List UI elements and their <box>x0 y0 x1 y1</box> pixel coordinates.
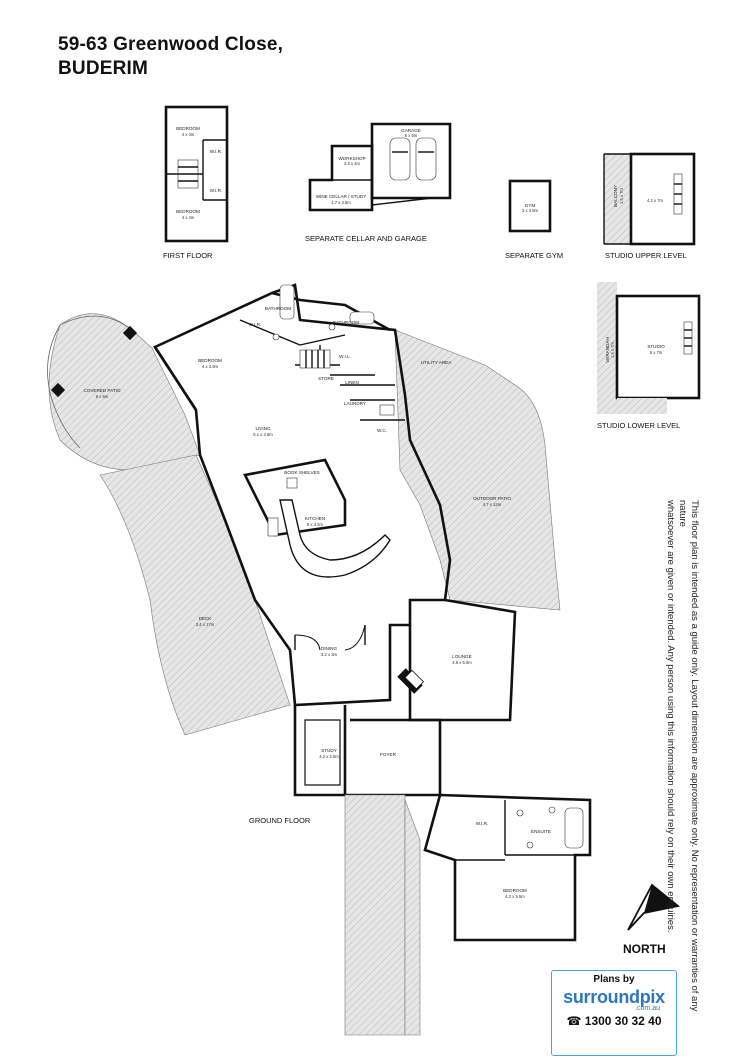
deck-dim: 3.4 x 17m <box>196 622 215 627</box>
bedroom-ensuite-label: BEDROOM <box>503 888 527 893</box>
kitchen-label: KITCHEN <box>305 516 325 521</box>
dining-label: DINING <box>321 646 338 651</box>
ff-wir-2-label: W.I.R. <box>210 188 223 193</box>
outdoor-patio-label: OUTDOOR PATIO <box>473 496 511 501</box>
wir-main-label: W.I.R. <box>249 322 262 327</box>
verandah-label: VERANDAH <box>605 337 610 363</box>
logo-phone-number: 1300 30 32 40 <box>584 1014 662 1028</box>
laundry-label: LAUNDRY <box>344 401 366 406</box>
logo-plans-by: Plans by <box>593 974 635 985</box>
bedroom-main-label: BEDROOM <box>198 358 222 363</box>
wil-label: W.I.L. <box>339 354 351 359</box>
study-dim: 4.2 x 2.5m <box>319 754 339 759</box>
bedroom-ensuite-dim: 4.2 x 5.5m <box>505 894 525 899</box>
wine-cellar-label: WINE CELLAR / STUDY <box>316 194 367 199</box>
caption-studio-upper: STUDIO UPPER LEVEL <box>605 251 687 260</box>
ground-floor-plan <box>47 283 592 1036</box>
kitchen-dim: 5 x 4.5m <box>307 522 324 527</box>
caption-cellar-garage: SEPARATE CELLAR AND GARAGE <box>305 234 427 243</box>
north-arrow-icon <box>627 883 681 931</box>
studio-lower-plan <box>597 282 701 414</box>
workshop-dim: 3.2 x 4m <box>344 161 361 166</box>
logo-domain: .com.au <box>635 1005 660 1012</box>
ff-bedroom-2-label: BEDROOM <box>176 209 200 214</box>
balcony-upper-label: BALCONY <box>613 185 618 207</box>
caption-first-floor: FIRST FLOOR <box>163 251 213 260</box>
address-line-1: 59-63 Greenwood Close, <box>58 34 284 55</box>
utility-label: UTILITY AREA <box>421 360 452 365</box>
ff-wir-1-label: W.I.R. <box>210 149 223 154</box>
studio-lower-label: STUDIO <box>647 344 665 349</box>
living-dim: 5.1 x 3.8m <box>253 432 273 437</box>
garage-dim: 6 x 6m <box>405 133 418 138</box>
caption-gym: SEPARATE GYM <box>505 251 563 260</box>
verandah-dim: 1.5 x 7m <box>610 341 615 358</box>
ff-bedroom-1-dim: 4 x 4m <box>182 132 195 137</box>
ff-bedroom-2-dim: 4 x 4m <box>182 215 195 220</box>
dining-dim: 3.2 x 3m <box>321 652 338 657</box>
foyer-label: FOYER <box>380 752 397 757</box>
bathroom-main-label: BATHROOM <box>265 306 291 311</box>
surroundpix-logo: Plans by surroundpix .com.au ☎ 1300 30 3… <box>551 970 677 1056</box>
lounge-dim: 4.6 x 5.9m <box>452 660 472 665</box>
studio-upper-plan <box>603 152 696 246</box>
logo-phone: ☎ 1300 30 32 40 <box>552 1014 676 1028</box>
studio-upper-dim: 4.2 x 7m <box>647 198 664 203</box>
bathroom-2-label: BATHROOM <box>333 320 359 325</box>
lounge-label: LOUNGE <box>452 654 471 659</box>
outdoor-patio-dim: 4.7 x 12m <box>483 502 502 507</box>
gym-plan <box>508 179 552 233</box>
study-label: STUDY <box>321 748 337 753</box>
north-label: NORTH <box>623 942 666 956</box>
covered-patio-label: COVERED PATIO <box>83 388 121 393</box>
address-line-2: BUDERIM <box>58 58 149 79</box>
linen-label: LINEN <box>345 380 359 385</box>
garage-label: GARAGE <box>401 128 421 133</box>
cellar-garage-plan <box>308 122 452 212</box>
logo-brand: surroundpix <box>563 987 665 1007</box>
balcony-upper-dim: 1.5 x 7m <box>619 187 624 204</box>
book-shelves-label: BOOK SHELVES <box>284 470 319 475</box>
ff-bedroom-1-label: BEDROOM <box>176 126 200 131</box>
living-label: LIVING <box>255 426 270 431</box>
caption-studio-lower: STUDIO LOWER LEVEL <box>597 421 680 430</box>
phone-icon: ☎ <box>566 1014 582 1028</box>
wine-cellar-dim: 4.7 x 3.8m <box>331 200 351 205</box>
disclaimer-line-2: whatsoever are given or intended. Any pe… <box>665 500 676 933</box>
deck-label: DECK <box>199 616 213 621</box>
workshop-label: WORKSHOP <box>338 156 365 161</box>
wc-label: W.C. <box>377 428 387 433</box>
gym-label: GYM <box>525 203 536 208</box>
gym-dim: 3 x 4.5m <box>522 208 539 213</box>
wir-ensuite-label: W.I.R. <box>476 821 489 826</box>
store-label: STORE <box>318 376 334 381</box>
first-floor-plan <box>164 105 229 243</box>
caption-ground-floor: GROUND FLOOR <box>249 816 311 825</box>
studio-lower-dim: 6 x 7m <box>650 350 663 355</box>
ensuite-label: ENSUITE <box>531 829 551 834</box>
covered-patio-dim: 6 x 5m <box>96 394 109 399</box>
disclaimer-line-1: This floor plan is intended as a guide o… <box>677 500 700 1012</box>
bedroom-main-dim: 4 x 3.9m <box>202 364 219 369</box>
